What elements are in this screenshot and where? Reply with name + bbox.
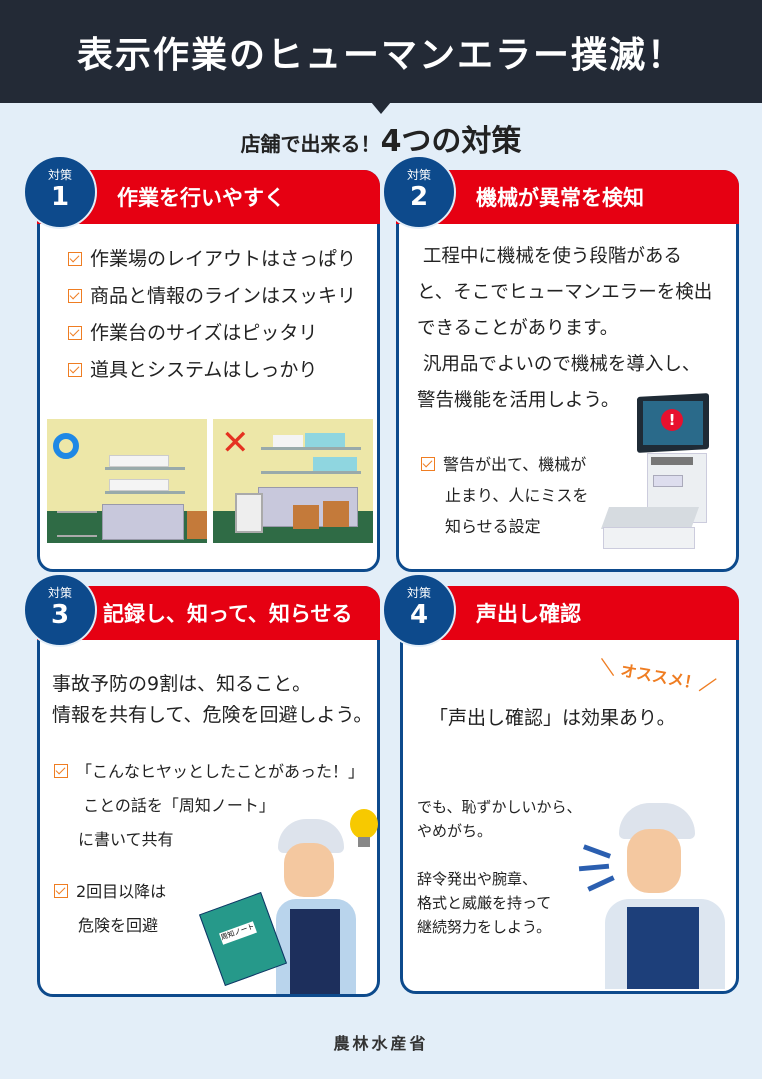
correct-circle-icon bbox=[53, 433, 79, 459]
check-icon bbox=[54, 764, 68, 778]
header-banner: 表示作業のヒューマンエラー撲滅！ bbox=[0, 0, 762, 103]
header-pointer bbox=[371, 102, 391, 114]
card-body-text: 工程中に機械を使う段階がある と、そこでヒューマンエラーを検出 できることがあり… bbox=[417, 246, 713, 411]
card-measure-1: 作業を行いやすく 作業場のレイアウトはさっぱり 商品と情報のラインはスッキリ 作… bbox=[37, 170, 380, 572]
alert-icon: ! bbox=[661, 409, 683, 431]
card-body-text: 事故予防の9割は、知ること。 情報を共有して、危険を回避しよう。 bbox=[52, 673, 373, 726]
card-main-text: 「声出し確認」は効果あり。 bbox=[429, 707, 676, 729]
check-icon bbox=[421, 457, 435, 471]
checklist-item: 作業場のレイアウトはさっぱり bbox=[68, 241, 356, 278]
checklist-item: 「こんなヒヤッとしたことがあった！」 ことの話を「周知ノート」 に書いて共有 bbox=[54, 755, 364, 857]
bad-workspace-illustration: ✕ bbox=[213, 419, 373, 543]
card-title: 作業を行いやすく bbox=[117, 186, 285, 210]
footer-organization: 農林水産省 bbox=[333, 1034, 429, 1053]
subtitle-highlight: 4つの対策 bbox=[380, 124, 522, 159]
checklist-item: 道具とシステムはしっかり bbox=[68, 352, 356, 389]
subtitle-prefix: 店舗で出来る！ bbox=[240, 132, 381, 156]
check-icon bbox=[68, 289, 82, 303]
check-icon bbox=[54, 884, 68, 898]
card-measure-2: 機械が異常を検知 工程中に機械を使う段階がある と、そこでヒューマンエラーを検出… bbox=[396, 170, 739, 572]
checklist-item: 2回目以降は 危険を回避 bbox=[54, 875, 166, 943]
checklist-item: 作業台のサイズはピッタリ bbox=[68, 315, 356, 352]
digital-scale-illustration: ! bbox=[599, 393, 714, 565]
checklist-item: 商品と情報のラインはスッキリ bbox=[68, 278, 356, 315]
recommended-callout: ＼ オススメ！／ bbox=[597, 656, 718, 697]
card-body-text: でも、恥ずかしいから、 やめがち。 辞令発出や腕章、 格式と威厳を持って 継続努… bbox=[417, 798, 582, 936]
worker-reading-notebook-illustration: 周知ノート bbox=[180, 799, 380, 994]
card-title: 記録し、知って、知らせる bbox=[103, 602, 353, 626]
lightbulb-icon bbox=[350, 809, 378, 839]
incorrect-cross-icon: ✕ bbox=[221, 423, 250, 463]
checklist: 作業場のレイアウトはさっぱり 商品と情報のラインはスッキリ 作業台のサイズはピッ… bbox=[68, 241, 356, 389]
voice-lines-icon bbox=[582, 844, 612, 859]
page-title: 表示作業のヒューマンエラー撲滅！ bbox=[76, 34, 685, 76]
good-workspace-illustration bbox=[47, 419, 207, 543]
card-title: 声出し確認 bbox=[476, 602, 581, 626]
check-icon bbox=[68, 252, 82, 266]
subtitle: 店舗で出来る！4つの対策 bbox=[0, 116, 762, 160]
card-title-bar: 声出し確認 bbox=[400, 586, 739, 640]
worker-speaking-illustration bbox=[578, 799, 738, 994]
check-icon bbox=[68, 326, 82, 340]
check-icon bbox=[68, 363, 82, 377]
card-measure-3: 記録し、知って、知らせる 事故予防の9割は、知ること。 情報を共有して、危険を回… bbox=[37, 586, 380, 997]
checklist-item: 警告が出て、機械が 止まり、人にミスを 知らせる設定 bbox=[421, 449, 588, 542]
card-title: 機械が異常を検知 bbox=[476, 186, 644, 210]
card-measure-4: 声出し確認 ＼ オススメ！／ 「声出し確認」は効果あり。 でも、恥ずかしいから、… bbox=[400, 586, 739, 994]
